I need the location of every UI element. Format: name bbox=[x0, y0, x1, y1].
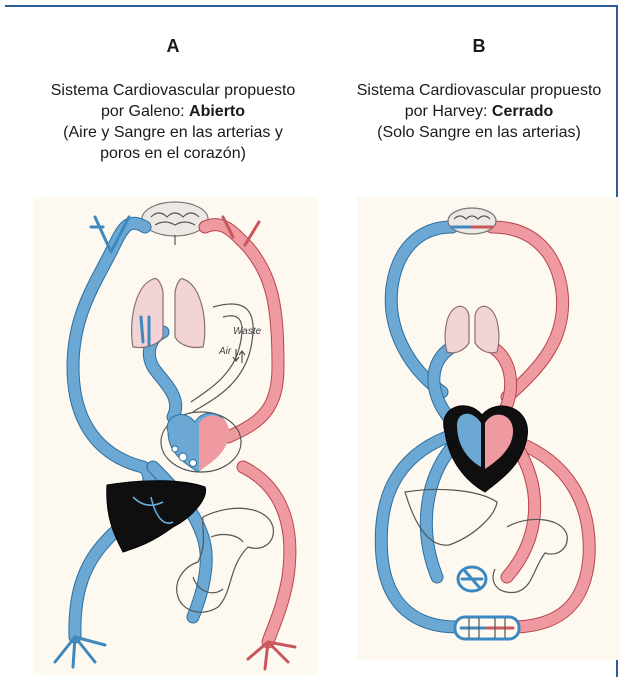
lungs-icon bbox=[132, 279, 205, 348]
panel-a-caption: Sistema Cardiovascular propuesto por Gal… bbox=[22, 80, 324, 164]
waste-label: Waste bbox=[233, 326, 262, 337]
capillary-bed-gut bbox=[458, 567, 486, 591]
air-label: Air bbox=[218, 346, 232, 357]
panel-a-caption-line4: poros en el corazón) bbox=[22, 143, 324, 164]
harvey-diagram-svg bbox=[357, 197, 620, 660]
galen-circulation-illustration: Waste Air bbox=[33, 197, 318, 675]
brain-icon bbox=[448, 208, 496, 234]
panel-b-caption-line3: (Solo Sangre en las arterias) bbox=[334, 122, 624, 143]
panel-b-caption-line1: Sistema Cardiovascular propuesto bbox=[334, 80, 624, 101]
galen-diagram-svg: Waste Air bbox=[33, 197, 318, 675]
panel-b-caption-line2: por Harvey: Cerrado bbox=[334, 101, 624, 122]
capillary-bed-legs bbox=[455, 617, 519, 639]
panel-b-caption-bold: Cerrado bbox=[492, 103, 553, 120]
panel-a-caption-line2: por Galeno: Abierto bbox=[22, 101, 324, 122]
panel-a-caption-bold: Abierto bbox=[189, 103, 245, 120]
panel-a-letter: A bbox=[22, 36, 324, 57]
brain-icon bbox=[142, 202, 208, 245]
liver-icon bbox=[405, 489, 497, 545]
panel-a-caption-line1: Sistema Cardiovascular propuesto bbox=[22, 80, 324, 101]
panel-b-caption-prefix: por Harvey: bbox=[405, 103, 492, 120]
panel-b-letter: B bbox=[334, 36, 624, 57]
lungs-icon bbox=[445, 306, 499, 353]
panel-a-caption-prefix: por Galeno: bbox=[101, 103, 189, 120]
heart-icon bbox=[444, 406, 528, 492]
panel-b-caption: Sistema Cardiovascular propuesto por Har… bbox=[334, 80, 624, 143]
harvey-circulation-illustration bbox=[357, 197, 620, 660]
panel-a-caption-line3: (Aire y Sangre en las arterias y bbox=[22, 122, 324, 143]
